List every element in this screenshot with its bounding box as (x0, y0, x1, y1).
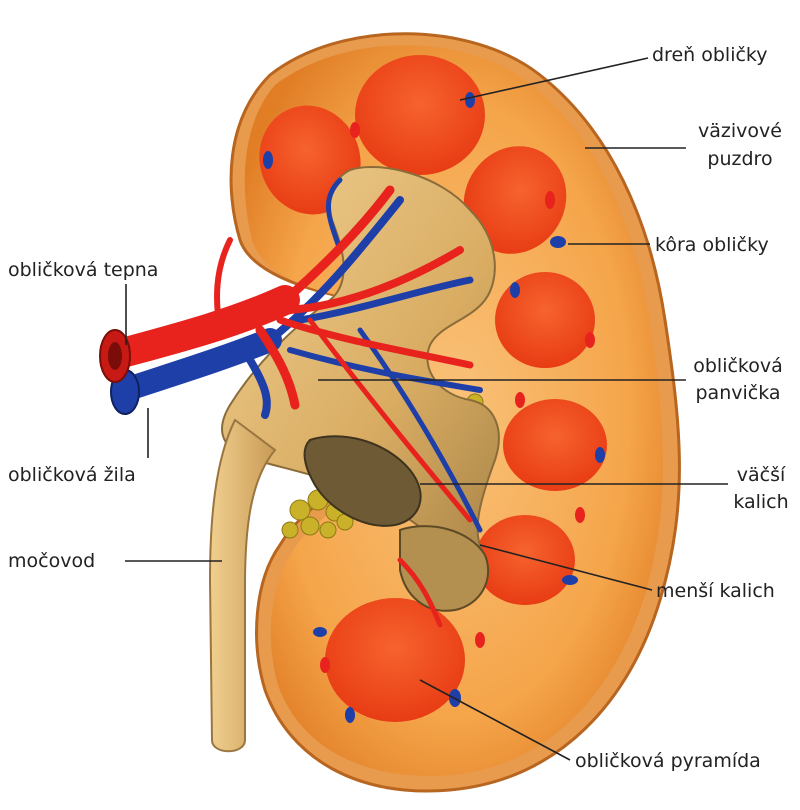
label-kalich: kalich (733, 491, 789, 513)
leader-dren (459, 57, 649, 101)
cortical-vessels (263, 92, 605, 723)
label-vazivove: väzivové (698, 120, 782, 142)
label-puzdro: puzdro (707, 148, 773, 170)
renal-artery (100, 185, 474, 628)
leader-mensi (479, 544, 653, 591)
label-dren-oblicky: dreň obličky (652, 44, 768, 66)
label-mocovod: močovod (8, 550, 96, 572)
label-oblickova-panvicka-2: panvička (695, 382, 781, 404)
major-calyx-shadow (303, 435, 422, 527)
label-mensi-kalich: menší kalich (656, 580, 775, 602)
label-oblickova-tepna: obličková tepna (8, 259, 159, 281)
label-oblickova-pyramida: obličková pyramída (575, 750, 761, 772)
renal-medulla (259, 55, 607, 605)
ureter (208, 418, 277, 753)
label-oblickova-zila: obličková žila (8, 464, 136, 486)
leader-lines (125, 57, 728, 761)
renal-pyramid (325, 598, 465, 722)
label-kora-oblicky: kôra obličky (655, 234, 769, 256)
artery-lumen (108, 342, 122, 370)
label-oblickova-panvicka-1: obličková (693, 355, 783, 377)
label-vacsi: väčší (736, 464, 786, 486)
leader-pyramida (419, 679, 571, 761)
